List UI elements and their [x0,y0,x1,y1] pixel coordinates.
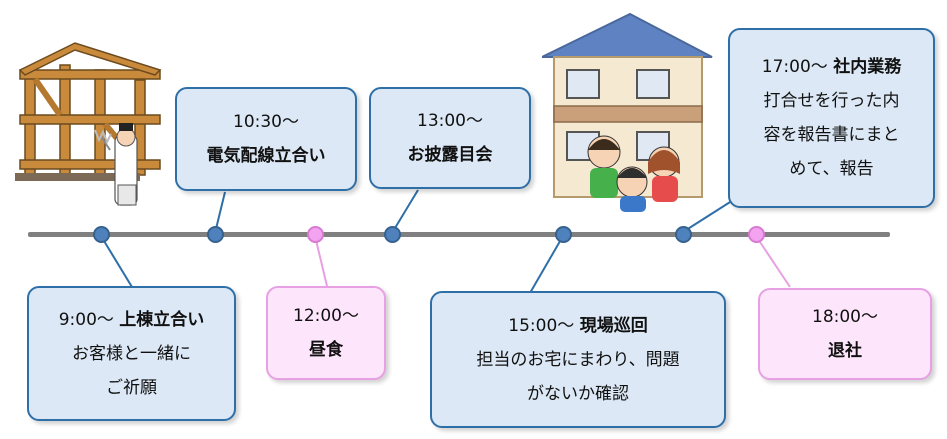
timeline-dot-1200 [307,226,324,243]
connector-1800 [755,235,791,288]
event-card-0900: 9:00～ 上棟立合い お客様と一緒に ご祈願 [27,286,236,421]
event-header: 9:00～ 上棟立合い [59,303,205,337]
event-card-1700: 17:00～ 社内業務 打合せを行った内 容を報告書にまと めて、報告 [728,28,935,208]
event-title: 昼食 [309,340,343,360]
event-title: お披露目会 [407,145,493,165]
timeline-dot-1300 [384,226,401,243]
timeline-dot-1800 [748,226,765,243]
house-frame-with-priest-illustration [15,42,162,206]
event-desc: 容を報告書にまと [763,125,900,145]
event-title: 電気配線立合い [206,146,326,166]
event-time: 17:00～ [761,57,828,77]
event-card-1200: 12:00～ 昼食 [266,286,386,380]
house-with-family-illustration [542,12,713,212]
event-time: 10:30～ [233,112,299,132]
event-time: 18:00～ [812,307,878,327]
connector-1300 [391,189,419,234]
event-desc: 打合せを行った内 [763,91,900,111]
event-desc: ご祈願 [106,377,157,398]
event-title: 退社 [828,341,862,361]
connector-1700 [682,196,739,233]
timeline-dot-0900 [93,226,110,243]
connector-1200 [314,235,328,287]
event-time: 9:00～ [58,309,114,330]
event-desc: めて、報告 [789,159,874,179]
event-time: 12:00～ [293,306,359,326]
event-desc: がないか確認 [527,383,629,404]
connector-0900 [100,235,133,288]
event-header: 15:00～ 現場巡回 [508,309,647,343]
timeline-dot-1700 [675,226,692,243]
event-card-1800: 18:00～ 退社 [758,288,932,380]
event-header: 17:00～ 社内業務 [762,50,901,84]
event-card-1300: 13:00～ お披露目会 [369,87,531,189]
event-card-1030: 10:30～ 電気配線立合い [175,87,357,191]
timeline-dot-1500 [555,226,572,243]
event-time: 13:00～ [417,111,483,131]
connector-1500 [529,235,564,294]
timeline-line [28,232,890,237]
event-title: 上棟立合い [119,309,205,330]
event-desc: 担当のお宅にまわり、問題 [476,349,680,370]
timeline-dot-1030 [207,226,224,243]
event-desc: お客様と一緒に [72,343,191,364]
event-card-1500: 15:00～ 現場巡回 担当のお宅にまわり、問題 がないか確認 [430,291,726,428]
event-title: 社内業務 [833,57,902,77]
event-time: 15:00～ [508,315,575,336]
event-title: 現場巡回 [579,315,648,336]
